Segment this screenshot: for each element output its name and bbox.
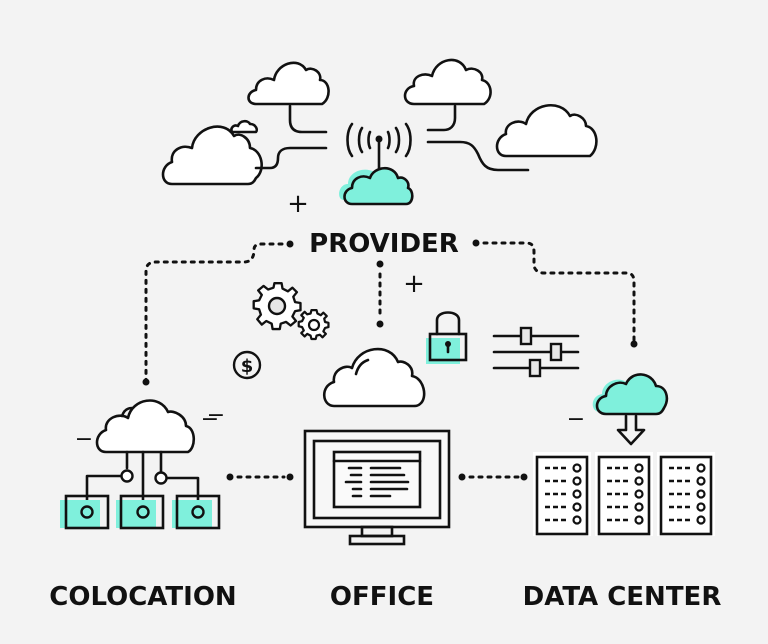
plus-sign-2: + bbox=[403, 269, 425, 299]
provider-cloud-icon bbox=[339, 166, 414, 206]
server-rack bbox=[659, 455, 713, 536]
colocation-network-icon bbox=[60, 450, 221, 530]
provider-label: PROVIDER bbox=[309, 229, 459, 259]
svg-text:$: $ bbox=[241, 356, 254, 377]
antenna-icon bbox=[346, 122, 412, 172]
office-monitor-icon bbox=[303, 429, 451, 546]
sliders-icon bbox=[492, 326, 580, 378]
cloud-left-large bbox=[161, 119, 263, 186]
minus-sign-3: − bbox=[567, 407, 585, 432]
server-rack bbox=[597, 455, 651, 536]
gear-large-icon bbox=[252, 282, 302, 331]
dollar-coin-icon: $ bbox=[232, 350, 262, 380]
colocation-label: COLOCATION bbox=[49, 582, 236, 612]
gear-small-icon bbox=[297, 308, 330, 341]
minus-sign-2: − bbox=[201, 407, 219, 432]
download-cloud-icon bbox=[592, 373, 669, 446]
office-cloud-icon bbox=[322, 347, 426, 408]
minus-sign-1: − bbox=[75, 427, 93, 452]
colocation-cloud-icon bbox=[95, 399, 196, 454]
data-center-servers-icon bbox=[533, 452, 715, 536]
office-label: OFFICE bbox=[330, 582, 434, 612]
lock-icon bbox=[426, 311, 468, 364]
plus-sign-1: + bbox=[287, 189, 309, 219]
minus-sign-2b: − bbox=[207, 403, 225, 428]
data-center-label: DATA CENTER bbox=[523, 582, 722, 612]
server-rack bbox=[535, 455, 589, 536]
cloud-top-right-small bbox=[403, 58, 492, 106]
cloud-right-large bbox=[495, 104, 598, 158]
cloud-top-left-small bbox=[247, 61, 330, 106]
